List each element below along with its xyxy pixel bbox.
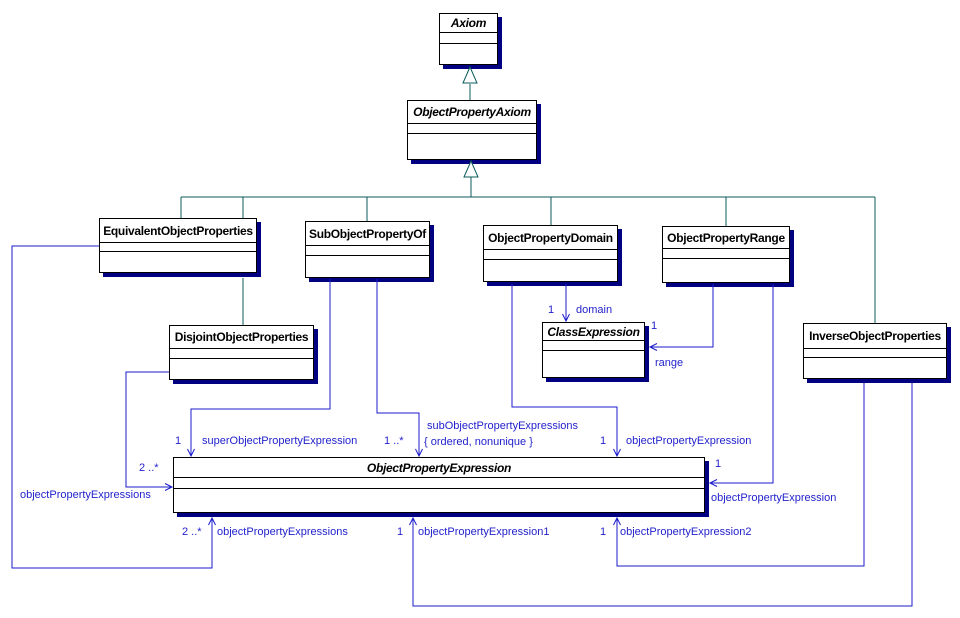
role-label: superObjectPropertyExpression [202,435,358,447]
class-title: ObjectPropertyAxiom [408,101,536,124]
attributes-compartment [408,124,536,134]
attributes-compartment [170,349,313,359]
class-disjoint-object-properties[interactable]: DisjointObjectProperties [169,325,314,380]
role-label: objectPropertyExpression [626,435,752,447]
role-label: objectPropertyExpression2 [620,526,752,538]
operations-compartment [804,358,946,378]
class-title: DisjointObjectProperties [170,326,313,349]
association-range [650,284,714,348]
attributes-compartment [306,246,429,256]
multiplicity-label: 1 [715,458,722,470]
class-object-property-axiom[interactable]: ObjectPropertyAxiom [407,100,537,160]
constraint-label: { ordered, nonunique } [424,436,533,448]
operations-compartment [170,359,313,379]
class-object-property-expression[interactable]: ObjectPropertyExpression [173,457,705,513]
class-title: ObjectPropertyExpression [174,458,704,478]
role-label: objectPropertyExpressions [20,489,151,501]
class-axiom[interactable]: Axiom [439,13,498,65]
role-label: objectPropertyExpression [711,492,837,504]
operations-compartment [100,252,256,272]
class-title: ObjectPropertyRange [663,227,789,249]
multiplicity-label: 1 [397,526,404,538]
attributes-compartment [174,478,704,489]
operations-compartment [663,259,789,282]
class-sub-object-property-of[interactable]: SubObjectPropertyOf [305,221,430,278]
role-label: domain [576,304,613,316]
multiplicity-label: 1 [175,435,182,447]
association-range-property [710,284,774,484]
attributes-compartment [804,349,946,358]
attributes-compartment [663,249,789,259]
association-equivalent-members [11,245,213,569]
class-title: ObjectPropertyDomain [484,226,617,250]
class-title: InverseObjectProperties [804,324,946,349]
class-inverse-object-properties[interactable]: InverseObjectProperties [803,323,947,379]
class-object-property-domain[interactable]: ObjectPropertyDomain [483,225,618,282]
role-label: objectPropertyExpressions [217,526,348,538]
multiplicity-label: 1 [600,526,607,538]
operations-compartment [408,134,536,159]
operations-compartment [174,489,704,512]
operations-compartment [543,351,644,377]
operations-compartment [306,256,429,277]
role-label: range [655,357,684,369]
class-equivalent-object-properties[interactable]: EquivalentObjectProperties [99,218,257,273]
attributes-compartment [440,33,497,44]
multiplicity-label: 1 [600,435,607,447]
class-title: ClassExpression [543,323,644,341]
multiplicity-label: 1 ..* [384,435,404,447]
attributes-compartment [543,341,644,351]
class-object-property-range[interactable]: ObjectPropertyRange [662,226,790,283]
operations-compartment [484,260,617,281]
multiplicity-label: 1 [548,304,555,316]
multiplicity-label: 2 ..* [139,462,159,474]
class-title: Axiom [440,14,497,33]
role-label: objectPropertyExpression1 [418,526,550,538]
generalization-triangle-object-property-axiom [463,159,479,178]
attributes-compartment [100,243,256,252]
multiplicity-label: 2 ..* [182,526,202,538]
multiplicity-label: 1 [651,320,658,332]
attributes-compartment [484,250,617,260]
class-title: SubObjectPropertyOf [306,222,429,246]
class-title: EquivalentObjectProperties [100,219,256,243]
class-class-expression[interactable]: ClassExpression [542,322,645,378]
operations-compartment [440,44,497,64]
role-label: subObjectPropertyExpressions [427,420,579,432]
generalization-triangle-axiom [462,65,478,84]
association-sub-properties [376,279,420,456]
